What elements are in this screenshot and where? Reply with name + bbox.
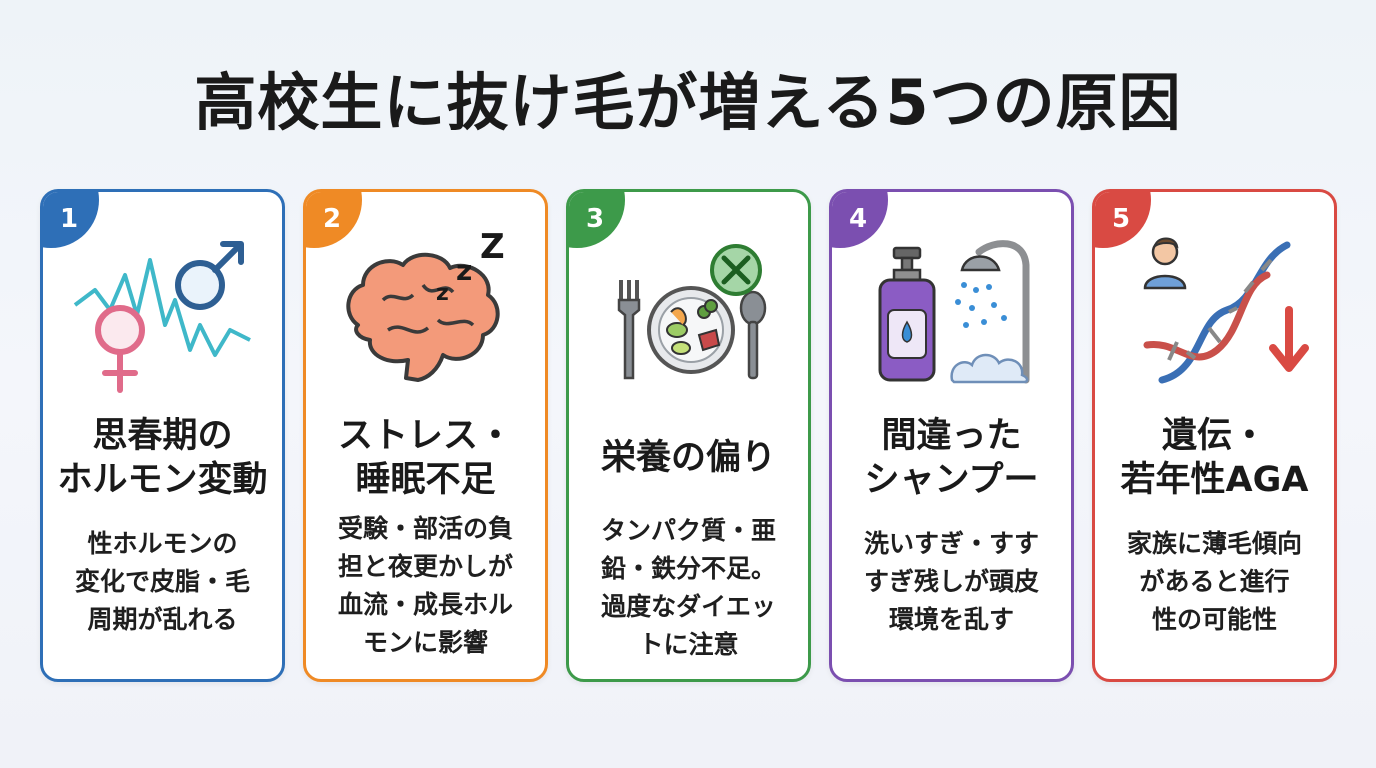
- card-heading: 思春期の ホルモン変動: [57, 416, 268, 500]
- card-heading: 栄養の偏り: [600, 438, 776, 478]
- cause-card-4: 4 間違った シャンプー 洗いすぎ・すす すぎ残し: [829, 189, 1074, 682]
- shampoo-shower-icon: [878, 240, 1030, 384]
- svg-text:z: z: [456, 254, 472, 287]
- dna-heredity-icon: [1143, 237, 1309, 384]
- card-heading: 遺伝・ 若年性AGA: [1120, 416, 1309, 500]
- unbalanced-meal-icon: [617, 244, 767, 380]
- card-heading: ストレス・ 睡眠不足: [337, 416, 513, 500]
- cause-card-2: 2 z z Z ストレス・ 睡眠不足 受験・部活の負 担と夜更かしが 血流・成長…: [303, 189, 548, 682]
- cause-card-1: 1 思春期の ホルモン変動 性ホルモンの 変化で皮脂・毛 周期が乱れる: [40, 189, 285, 682]
- cause-card-3: 3 栄養の偏り タンパク質・亜 鉛・鉄分不足。 過度なダイエッ: [566, 189, 811, 682]
- card-description: 性ホルモンの 変化で皮脂・毛 周期が乱れる: [74, 529, 250, 634]
- card-description: タンパク質・亜 鉛・鉄分不足。 過度なダイエッ トに注意: [600, 516, 776, 659]
- cause-card-5: 5 遺伝・ 若年性AGA 家族に薄毛傾向 があると進行 性の可能性: [1092, 189, 1337, 682]
- card-description: 洗いすぎ・すす すぎ残しが頭皮 環境を乱す: [863, 529, 1039, 634]
- svg-text:Z: Z: [480, 230, 505, 267]
- hormone-symbols-icon: [73, 241, 251, 393]
- svg-text:z: z: [436, 281, 449, 306]
- card-heading: 間違った シャンプー: [864, 416, 1039, 500]
- page-title: 高校生に抜け毛が増える5つの原因: [194, 66, 1182, 139]
- card-description: 受験・部活の負 担と夜更かしが 血流・成長ホル モンに影響: [337, 514, 513, 657]
- sleepy-brain-icon: z z Z: [346, 230, 505, 382]
- number-badge: 3: [569, 192, 625, 248]
- number-badge: 1: [43, 192, 99, 248]
- cause-cards: 1 思春期の ホルモン変動 性ホルモンの 変化で皮脂・毛 周期が乱れる 2: [40, 189, 1340, 682]
- card-description: 家族に薄毛傾向 があると進行 性の可能性: [1126, 529, 1302, 634]
